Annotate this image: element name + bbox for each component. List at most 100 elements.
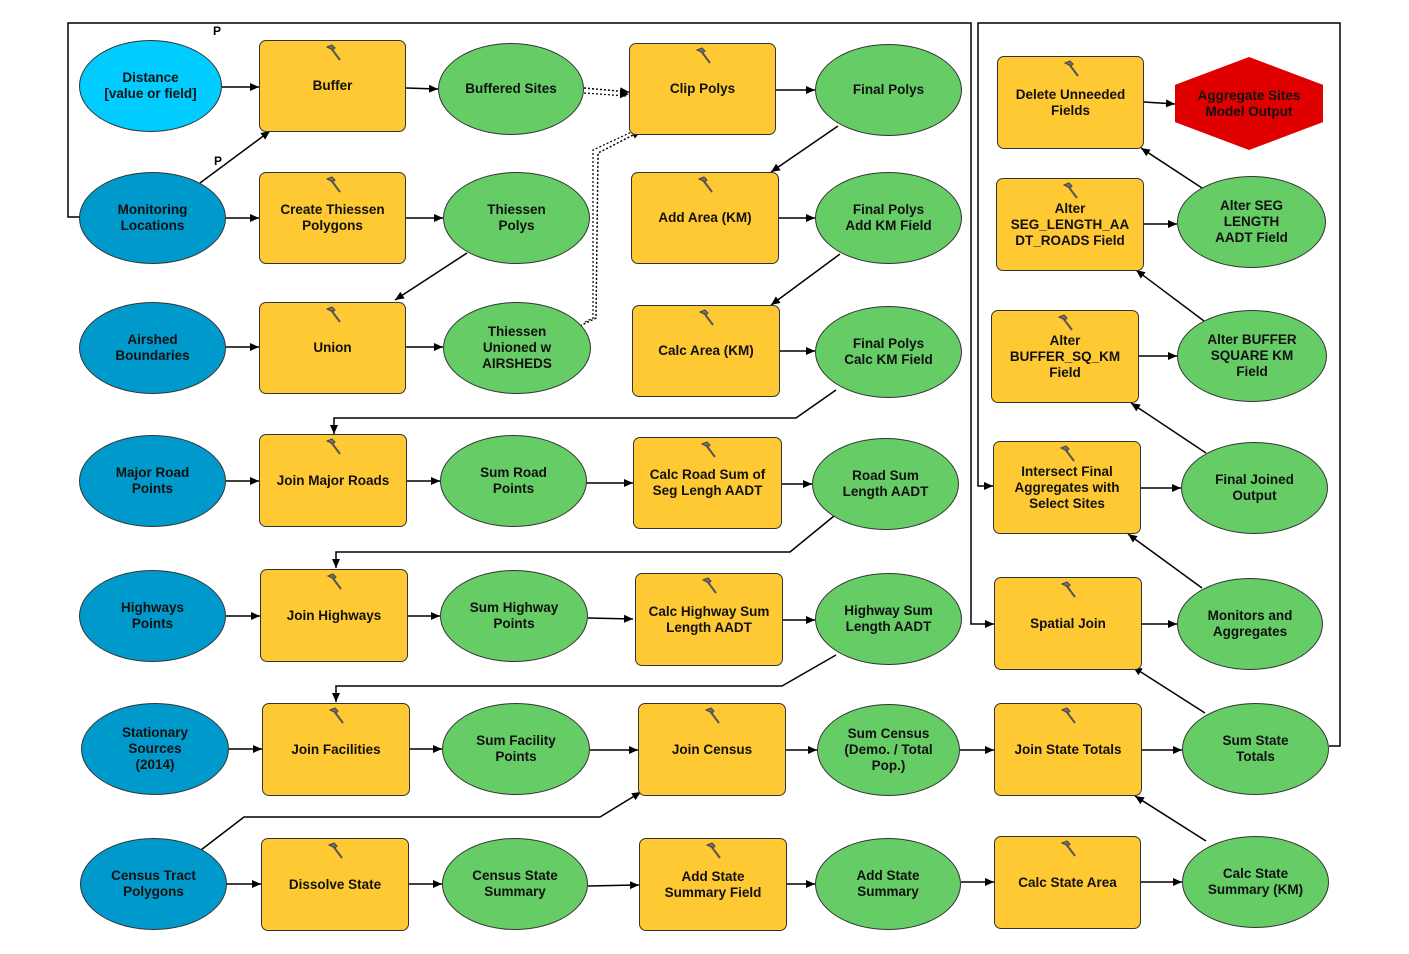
- node-label: Highway Sum Length AADT: [844, 603, 933, 634]
- connector: [587, 881, 640, 890]
- var-final-joined-output[interactable]: Final Joined Output: [1181, 442, 1328, 534]
- connector: [405, 84, 439, 93]
- hammer-icon: [1060, 840, 1076, 857]
- connector-dotted: [619, 90, 629, 99]
- tool-calc-road-sum[interactable]: Calc Road Sum of Seg Lengh AADT: [633, 437, 782, 529]
- input-major-road-points[interactable]: Major Road Points: [79, 435, 226, 527]
- node-label: Calc Road Sum of Seg Lengh AADT: [649, 467, 766, 498]
- node-label: Join Major Roads: [276, 472, 390, 488]
- node-label: Distance [value or field]: [104, 70, 197, 101]
- hammer-icon: [1063, 60, 1079, 77]
- connector: [394, 252, 468, 301]
- node-label: Thiessen Polys: [487, 202, 546, 233]
- tool-alter-seg-length[interactable]: Alter SEG_LENGTH_AA DT_ROADS Field: [996, 178, 1144, 271]
- hammer-icon: [1062, 182, 1078, 199]
- hammer-icon: [705, 842, 721, 859]
- tool-join-major-roads[interactable]: Join Major Roads: [259, 434, 407, 527]
- tool-join-census[interactable]: Join Census: [638, 703, 786, 796]
- var-sum-state-totals[interactable]: Sum State Totals: [1182, 703, 1329, 795]
- node-label: Sum Highway Points: [469, 600, 559, 631]
- var-monitors-aggregates[interactable]: Monitors and Aggregates: [1177, 578, 1323, 670]
- var-sum-highway-points[interactable]: Sum Highway Points: [440, 570, 588, 662]
- node-label: Buffer: [312, 78, 353, 93]
- hammer-icon: [695, 47, 711, 64]
- var-calc-state-summary[interactable]: Calc State Summary (KM): [1182, 836, 1329, 928]
- node-label: Dissolve State: [288, 876, 382, 892]
- tool-intersect-final[interactable]: Intersect Final Aggregates with Select S…: [993, 441, 1141, 534]
- input-census-tract-polygons[interactable]: Census Tract Polygons: [80, 838, 227, 930]
- var-sum-facility-points[interactable]: Sum Facility Points: [442, 703, 590, 795]
- node-label: Stationary Sources (2014): [121, 725, 189, 772]
- var-alter-seg-length[interactable]: Alter SEG LENGTH AADT Field: [1177, 176, 1326, 268]
- node-label: Major Road Points: [115, 465, 190, 496]
- connector: [67, 22, 994, 628]
- node-label: Intersect Final Aggregates with Select S…: [1014, 463, 1120, 511]
- input-stationary-sources[interactable]: Stationary Sources (2014): [81, 703, 229, 795]
- hammer-icon: [325, 44, 341, 61]
- node-label: Join State Totals: [1014, 741, 1122, 757]
- var-sum-census[interactable]: Sum Census (Demo. / Total Pop.): [817, 704, 960, 796]
- node-label: Calc State Area: [1018, 874, 1117, 890]
- connector: [770, 125, 839, 173]
- tool-spatial-join[interactable]: Spatial Join: [994, 577, 1142, 670]
- tool-dissolve-state[interactable]: Dissolve State: [261, 838, 409, 931]
- connector-dotted: [583, 87, 630, 96]
- parameter-marker: P: [214, 154, 223, 168]
- hammer-icon: [697, 176, 713, 193]
- node-label: Alter BUFFER_SQ_KM Field: [1009, 332, 1121, 380]
- node-label: Delete Unneeded Fields: [1015, 86, 1126, 118]
- hammer-icon: [1059, 445, 1075, 462]
- tool-clip-polys[interactable]: Clip Polys: [629, 43, 776, 135]
- tool-create-thiessen[interactable]: Create Thiessen Polygons: [259, 172, 406, 264]
- node-label: Alter BUFFER SQUARE KM Field: [1207, 332, 1297, 379]
- var-final-polys[interactable]: Final Polys: [815, 44, 962, 136]
- tool-add-area[interactable]: Add Area (KM): [631, 172, 779, 264]
- tool-add-state-summary-field[interactable]: Add State Summary Field: [639, 838, 787, 931]
- var-alter-buffer-square[interactable]: Alter BUFFER SQUARE KM Field: [1177, 310, 1327, 402]
- var-census-state-summary[interactable]: Census State Summary: [442, 838, 588, 930]
- tool-calc-area[interactable]: Calc Area (KM): [632, 305, 780, 397]
- var-final-polys-calc-km[interactable]: Final Polys Calc KM Field: [815, 306, 962, 398]
- tool-join-state-totals[interactable]: Join State Totals: [994, 703, 1142, 796]
- var-final-polys-add-km[interactable]: Final Polys Add KM Field: [815, 172, 962, 264]
- node-label: Spatial Join: [1030, 615, 1106, 631]
- tool-buffer[interactable]: Buffer: [259, 40, 406, 132]
- input-highways-points[interactable]: Highways Points: [79, 570, 226, 662]
- node-label: Join Highways: [286, 607, 382, 623]
- input-distance[interactable]: Distance [value or field]: [79, 40, 222, 132]
- node-label: Final Polys Calc KM Field: [844, 336, 933, 367]
- node-label: Highways Points: [120, 600, 185, 631]
- tool-delete-unneeded-fields[interactable]: Delete Unneeded Fields: [997, 56, 1144, 149]
- tool-union[interactable]: Union: [259, 302, 406, 394]
- var-sum-road-points[interactable]: Sum Road Points: [440, 435, 587, 527]
- tool-join-highways[interactable]: Join Highways: [260, 569, 408, 662]
- node-label: Union: [313, 340, 352, 355]
- hammer-icon: [698, 309, 714, 326]
- input-monitoring-locations[interactable]: Monitoring Locations: [79, 172, 226, 264]
- hammer-icon: [325, 306, 341, 323]
- tool-calc-state-area[interactable]: Calc State Area: [994, 836, 1141, 929]
- var-thiessen-polys[interactable]: Thiessen Polys: [443, 172, 590, 264]
- tool-calc-highway-sum[interactable]: Calc Highway Sum Length AADT: [635, 573, 783, 666]
- tool-alter-buffer-sq-km[interactable]: Alter BUFFER_SQ_KM Field: [991, 310, 1139, 403]
- tool-join-facilities[interactable]: Join Facilities: [262, 703, 410, 796]
- var-buffered-sites[interactable]: Buffered Sites: [438, 43, 584, 135]
- var-road-sum-length[interactable]: Road Sum Length AADT: [812, 438, 959, 530]
- connector: [1134, 795, 1207, 842]
- node-label: Alter SEG_LENGTH_AA DT_ROADS Field: [1010, 200, 1130, 248]
- hammer-icon: [1060, 707, 1076, 724]
- node-label: Alter SEG LENGTH AADT Field: [1215, 198, 1288, 245]
- var-highway-sum-length[interactable]: Highway Sum Length AADT: [815, 573, 962, 665]
- node-label: Final Polys Add KM Field: [845, 202, 932, 233]
- connector: [1135, 269, 1205, 322]
- var-add-state-summary[interactable]: Add State Summary: [815, 838, 961, 930]
- node-label: Sum State Totals: [1222, 733, 1289, 764]
- node-label: Join Census: [671, 741, 753, 757]
- var-thiessen-unioned[interactable]: Thiessen Unioned w AIRSHEDS: [443, 302, 591, 394]
- node-label: Census State Summary: [472, 868, 558, 899]
- input-airshed-boundaries[interactable]: Airshed Boundaries: [79, 302, 226, 394]
- node-label: Road Sum Length AADT: [842, 468, 929, 499]
- node-label: Add Area (KM): [658, 210, 752, 225]
- connector: [200, 791, 642, 851]
